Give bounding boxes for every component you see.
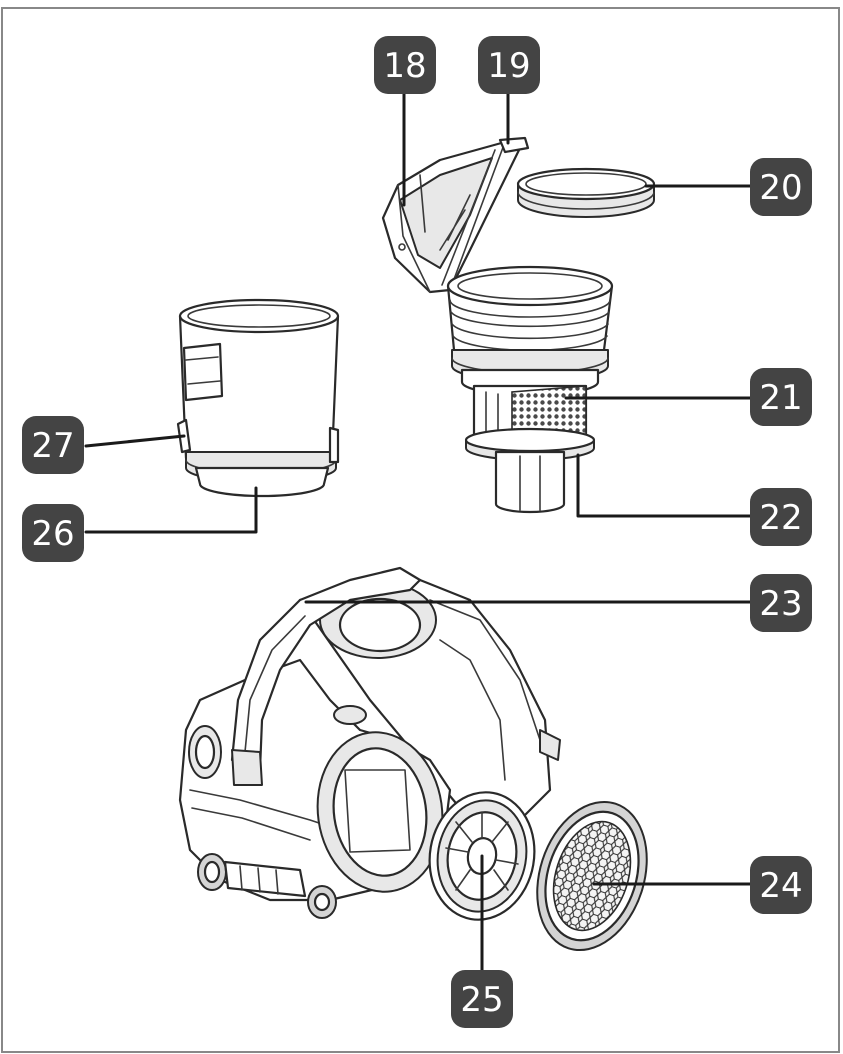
callout-24: 24 xyxy=(750,856,812,914)
leader-22 xyxy=(576,453,754,518)
callout-badges: 18 19 20 21 22 23 24 25 xyxy=(22,36,812,1028)
callout-19-label: 19 xyxy=(487,46,530,86)
leader-26 xyxy=(84,486,258,534)
callout-19: 19 xyxy=(478,36,540,94)
leader-27 xyxy=(84,434,186,448)
callout-22-label: 22 xyxy=(759,498,802,538)
callout-23-label: 23 xyxy=(759,584,802,624)
callout-23: 23 xyxy=(750,574,812,632)
callout-21: 21 xyxy=(750,368,812,426)
callout-20-label: 20 xyxy=(759,168,802,208)
callout-26: 26 xyxy=(22,504,84,562)
callout-25-label: 25 xyxy=(460,980,503,1020)
leader-lines xyxy=(84,90,754,974)
part-cyclone-lid xyxy=(381,136,530,294)
diagram-frame xyxy=(1,7,840,1053)
callout-18: 18 xyxy=(374,36,436,94)
callout-18-label: 18 xyxy=(383,46,426,86)
callout-20: 20 xyxy=(750,158,812,216)
part-20-filter-cap xyxy=(516,167,656,218)
callout-22: 22 xyxy=(750,488,812,546)
part-24-hepa-filter xyxy=(536,800,648,952)
part-21-22-cyclone-filter xyxy=(446,265,614,514)
callout-25: 25 xyxy=(451,970,513,1028)
part-23-vacuum-body xyxy=(178,566,561,919)
callout-27-label: 27 xyxy=(31,426,74,466)
callout-26-label: 26 xyxy=(31,514,74,554)
callout-27: 27 xyxy=(22,416,84,474)
callout-24-label: 24 xyxy=(759,866,802,906)
part-26-27-dust-bin xyxy=(176,298,340,498)
callout-21-label: 21 xyxy=(759,378,802,418)
